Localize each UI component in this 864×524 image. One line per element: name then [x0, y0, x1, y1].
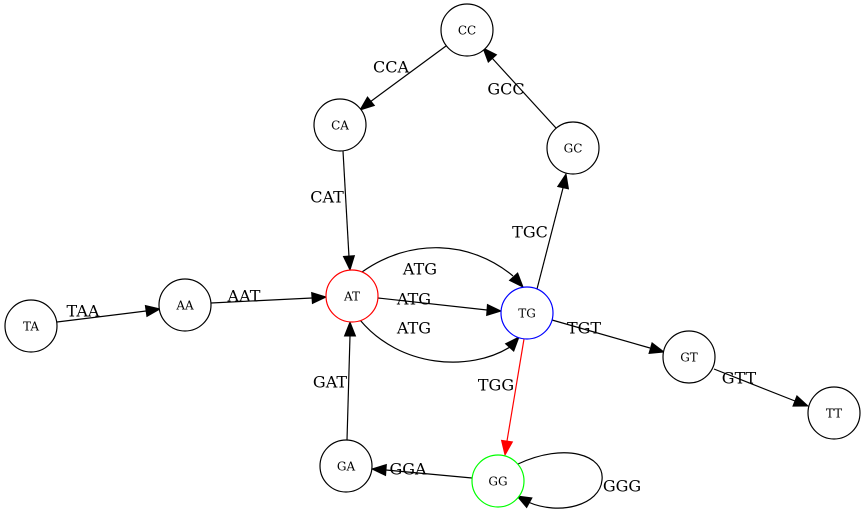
node-circle[interactable] [471, 454, 525, 508]
edge-label: GGA [389, 460, 427, 479]
arrowhead-icon [358, 96, 376, 111]
node-label: GG [488, 475, 507, 489]
edge-line [56, 310, 147, 323]
edge-line [210, 297, 313, 304]
edge-line [342, 150, 350, 258]
node-aa[interactable]: AA [158, 278, 212, 332]
arrowhead-icon [482, 46, 498, 63]
node-gt[interactable]: GT [662, 330, 716, 384]
node-tg[interactable]: TG [500, 286, 554, 340]
arrowhead-icon [342, 255, 356, 272]
arrowhead-icon [508, 272, 524, 289]
node-circle[interactable] [662, 330, 716, 384]
edge-label: GCC [487, 80, 524, 99]
edge-label: ATG [396, 319, 431, 338]
edge-ga-at: GAT [313, 320, 357, 441]
edge-label: TGT [567, 319, 601, 338]
node-circle[interactable] [313, 98, 367, 152]
node-label: TT [826, 407, 842, 421]
node-at[interactable]: AT [325, 269, 379, 323]
edge-line [361, 247, 514, 277]
arrowhead-icon [500, 439, 514, 457]
node-ca[interactable]: CA [313, 98, 367, 152]
arrowhead-icon [486, 303, 503, 317]
node-cc[interactable]: CC [440, 3, 494, 57]
node-circle[interactable] [158, 278, 212, 332]
edge-label: TGG [478, 376, 514, 395]
edge-at-tg-bot: ATG [359, 319, 520, 363]
edge-line [551, 319, 651, 349]
node-label: GC [564, 142, 583, 156]
edge-line [517, 452, 603, 509]
edge-label: ATG [396, 290, 431, 309]
edge-gc-cc: GCC [482, 46, 557, 129]
node-circle[interactable] [4, 299, 58, 353]
node-gc[interactable]: GC [546, 121, 600, 175]
edge-line [491, 57, 557, 129]
node-circle[interactable] [319, 439, 373, 493]
arrowhead-icon [556, 172, 570, 190]
arrowhead-icon [648, 342, 666, 355]
node-label: TA [23, 320, 39, 334]
node-label: GA [337, 460, 356, 474]
node-circle[interactable] [440, 3, 494, 57]
arrowhead-icon [515, 495, 533, 509]
edge-line [369, 45, 447, 103]
arrowhead-icon [144, 304, 162, 318]
edge-gg-gg: GGG [515, 452, 641, 509]
edge-label: GGG [603, 477, 641, 496]
node-circle[interactable] [500, 286, 554, 340]
edge-label: AAT [227, 287, 261, 306]
edge-tg-gt: TGT [551, 319, 666, 355]
edge-ca-at: CAT [310, 150, 356, 272]
edge-at-tg-mid: ATG [377, 290, 503, 317]
edge-line [385, 469, 473, 479]
node-ga[interactable]: GA [319, 439, 373, 493]
edges-group: TAAAATATGATGATGCCACATGCCTGCTGTGTTTGGGGAG… [56, 45, 810, 509]
edge-aa-at: AAT [210, 287, 328, 306]
node-circle[interactable] [807, 386, 861, 440]
edge-at-tg-top: ATG [361, 247, 524, 289]
node-tt[interactable]: TT [807, 386, 861, 440]
edge-label: TGC [512, 223, 548, 242]
edge-tg-gc: TGC [512, 172, 570, 290]
node-gg[interactable]: GG [471, 454, 525, 508]
edge-label: TAA [67, 302, 100, 321]
edge-label: GTT [722, 369, 757, 388]
edge-line [377, 297, 488, 311]
arrowhead-icon [370, 463, 387, 477]
node-ta[interactable]: TA [4, 299, 58, 353]
arrowhead-icon [343, 320, 357, 337]
arrowhead-icon [311, 291, 328, 305]
edge-line [506, 338, 525, 442]
node-label: GT [680, 351, 698, 365]
arrowhead-icon [504, 335, 520, 352]
edge-gt-tt: GTT [713, 368, 810, 407]
edge-line [713, 368, 796, 402]
edge-label: GAT [313, 373, 347, 392]
edge-ta-aa: TAA [56, 302, 162, 323]
edge-line [346, 335, 351, 441]
node-label: TG [518, 307, 536, 321]
edge-label: ATG [402, 260, 437, 279]
edge-line [359, 319, 511, 363]
node-circle[interactable] [325, 269, 379, 323]
node-circle[interactable] [546, 121, 600, 175]
edge-gg-ga: GGA [370, 460, 473, 479]
edge-label: CAT [310, 188, 344, 207]
edge-tg-gg: TGG [478, 338, 525, 457]
node-label: CA [331, 119, 349, 133]
node-label: AT [343, 290, 360, 304]
node-label: CC [458, 24, 476, 38]
edge-line [536, 187, 564, 290]
edge-cc-ca: CCA [358, 45, 447, 111]
arrowhead-icon [792, 394, 810, 407]
edge-label: CCA [373, 58, 409, 77]
node-label: AA [175, 299, 194, 313]
